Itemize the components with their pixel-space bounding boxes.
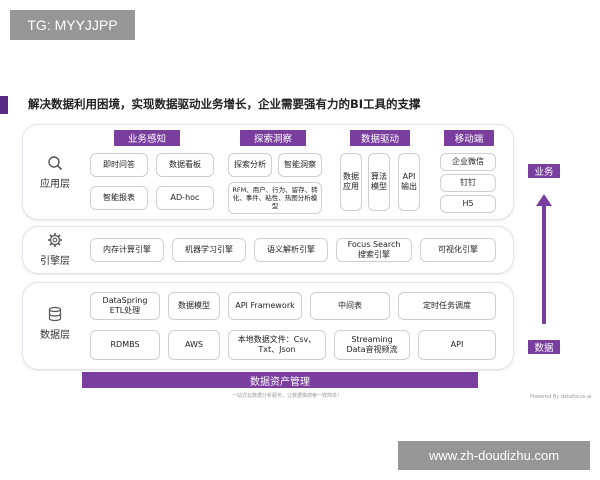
gear-icon (48, 233, 62, 247)
data-scheduled-tasks[interactable]: 定时任务调度 (398, 292, 496, 320)
item-smart-report[interactable]: 智能报表 (90, 186, 148, 210)
up-arrow-icon (536, 194, 552, 324)
group-title-business-perception: 业务感知 (114, 130, 180, 146)
footnote: 一站式云数据分析服务，让数据像搜索一样简单！ (232, 393, 343, 399)
page-heading: 解决数据利用困境，实现数据驱动业务增长，企业需要强有力的BI工具的支撑 (28, 97, 421, 111)
data-aws[interactable]: AWS (168, 330, 220, 360)
data-tag: 数据 (528, 340, 560, 354)
item-algorithm-model[interactable]: 算法模型 (368, 153, 390, 211)
data-rdbms[interactable]: RDMBS (90, 330, 160, 360)
engine-visualization[interactable]: 可视化引擎 (420, 238, 496, 262)
data-etl[interactable]: DataSpring ETL处理 (90, 292, 160, 320)
engine-layer-text: 引擎层 (40, 256, 70, 267)
item-instant-qa[interactable]: 即时问答 (90, 153, 148, 177)
item-wecom[interactable]: 企业微信 (440, 153, 496, 171)
app-layer-text: 应用层 (40, 179, 70, 190)
item-data-application[interactable]: 数据应用 (340, 153, 362, 211)
data-model[interactable]: 数据模型 (168, 292, 220, 320)
data-intermediate-table[interactable]: 中间表 (310, 292, 390, 320)
data-asset-management-bar: 数据资产管理 (82, 372, 478, 388)
item-dingtalk[interactable]: 钉钉 (440, 174, 496, 192)
item-api-output[interactable]: API输出 (398, 153, 420, 211)
heading-accent-bar (0, 96, 8, 114)
database-icon (48, 306, 62, 322)
engine-semantic-parsing[interactable]: 语义解析引擎 (254, 238, 328, 262)
engine-layer-label: 引擎层 (32, 232, 78, 267)
group-title-data-driven: 数据驱动 (350, 130, 410, 146)
item-analysis-models[interactable]: RFM、用户、行为、留存、转化、事件、粘性、热图分析模型 (228, 182, 322, 214)
engine-memory-compute[interactable]: 内存计算引擎 (90, 238, 164, 262)
business-tag: 业务 (528, 164, 560, 178)
data-local-files[interactable]: 本地数据文件：Csv、 Txt、Json (228, 330, 326, 360)
data-streaming[interactable]: Streaming Data音视频流 (334, 330, 410, 360)
search-icon (48, 156, 63, 171)
engine-focus-search[interactable]: Focus Search 搜索引擎 (336, 238, 412, 262)
engine-machine-learning[interactable]: 机器学习引擎 (172, 238, 246, 262)
group-title-mobile: 移动端 (444, 130, 494, 146)
data-layer-label: 数据层 (32, 306, 78, 341)
item-explore-analysis[interactable]: 探索分析 (228, 153, 272, 177)
data-api-framework[interactable]: API Framework (228, 292, 302, 320)
item-data-dashboard[interactable]: 数据看板 (156, 153, 214, 177)
data-layer-text: 数据层 (40, 330, 70, 341)
watermark-bottom: www.zh-doudizhu.com (398, 441, 590, 470)
item-smart-insight[interactable]: 智能洞察 (278, 153, 322, 177)
item-ad-hoc[interactable]: AD-hoc (156, 186, 214, 210)
group-title-explore-insight: 探索洞察 (240, 130, 306, 146)
powered-by: Powered By datafocus.ai (530, 394, 592, 400)
data-api[interactable]: API (418, 330, 496, 360)
item-h5[interactable]: H5 (440, 195, 496, 213)
watermark-top: TG: MYYJJPP (10, 10, 135, 40)
app-layer-label: 应用层 (32, 155, 78, 190)
